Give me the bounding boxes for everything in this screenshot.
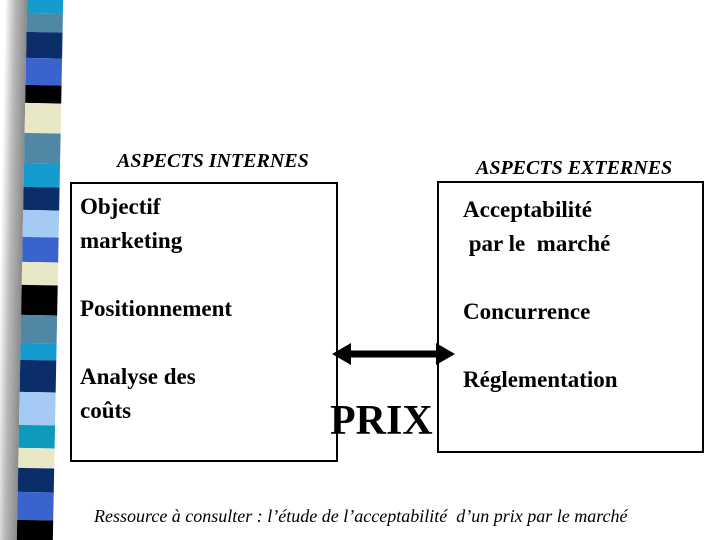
ribbon-segment [19, 391, 56, 426]
ribbon-segment [25, 57, 63, 86]
ribbon-segment [21, 284, 58, 316]
prix-label: PRIX [330, 398, 433, 444]
external-item-reglementation: Réglementation [463, 367, 618, 392]
internal-item-positionnement: Positionnement [80, 296, 233, 321]
ribbon-segment [23, 162, 61, 188]
ribbon-segment [19, 359, 57, 393]
header-aspects-externes: ASPECTS EXTERNES [476, 157, 673, 179]
ribbon-segment [24, 132, 61, 164]
double-arrow-icon [332, 343, 455, 365]
internal-item-objectif-marketing: Objectif marketing [80, 194, 183, 253]
external-item-acceptabilite: Acceptabilité par le marché [463, 197, 611, 256]
ribbon-segment [21, 261, 59, 286]
ribbon-segment [22, 209, 60, 238]
ribbon-segment [26, 31, 63, 59]
ribbon-segment [20, 342, 57, 361]
ribbon-segment [23, 186, 60, 211]
internal-item-analyse-couts: Analyse des coûts [80, 364, 196, 423]
ribbon-segment [22, 236, 59, 263]
ribbon-segment [18, 447, 55, 469]
ribbon-segment [17, 491, 54, 521]
ribbon-segment [26, 0, 64, 14]
internal-aspects-box: Objectif marketing Positionnement Analys… [70, 182, 338, 462]
ribbon-segment [18, 424, 56, 449]
external-aspects-box: Acceptabilité par le marché Concurrence … [437, 181, 704, 453]
external-item-concurrence: Concurrence [463, 299, 591, 324]
ribbon [0, 0, 64, 540]
resource-caption: Ressource à consulter : l’étude de l’acc… [94, 506, 628, 526]
ribbon-segment [25, 84, 62, 104]
header-aspects-internes: ASPECTS INTERNES [117, 150, 309, 172]
ribbon-segment [26, 12, 63, 33]
ribbon-segment [17, 467, 55, 493]
ribbon-segment [24, 102, 62, 134]
ribbon-segment [16, 519, 54, 540]
ribbon-segment [20, 314, 58, 344]
